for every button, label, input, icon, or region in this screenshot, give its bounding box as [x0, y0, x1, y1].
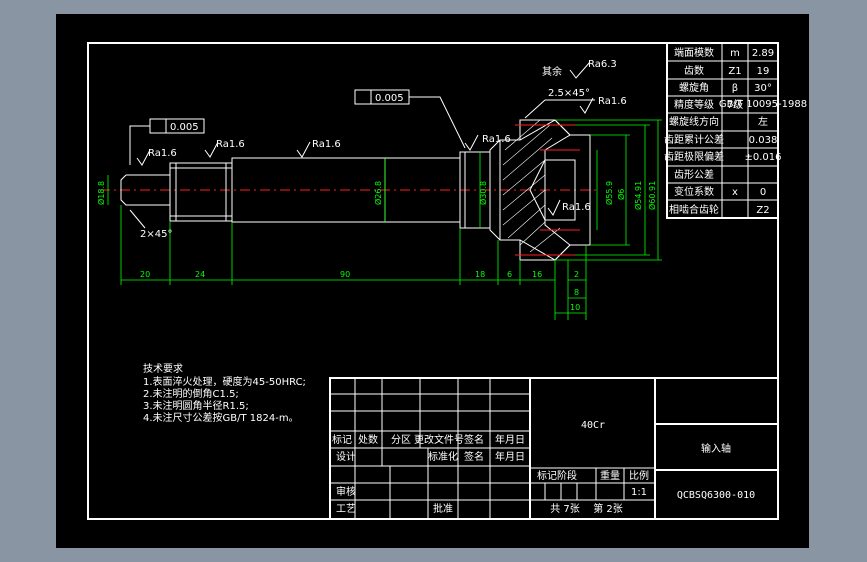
rest-roughness-value: Ra6.3: [588, 59, 617, 70]
gp-name-5: 齿距累计公差: [664, 133, 724, 146]
tb-scale: 1:1: [631, 487, 647, 498]
tb-drawing-no: QCBSQ6300-010: [677, 490, 755, 501]
title-block: 标记 处数 分区 更改文件号 签名 年月日 设计 标准化 签名 年月日 审核 工…: [329, 377, 779, 520]
dim-8: 8: [574, 288, 579, 297]
tb-r-sheji: 设计: [336, 450, 356, 463]
technical-requirements: 技术要求 1.表面淬火处理，硬度为45-50HRC; 2.未注明的倒角C1.5;…: [143, 362, 306, 424]
gear-parameter-table: 端面模数 m 2.89 齿数 Z1 19 螺旋角 β 30° 精度等级 7级 G…: [664, 42, 807, 219]
gp-name-6: 齿距极限偏差: [664, 150, 724, 163]
dia-left-label: Ø18.8: [96, 181, 106, 205]
tb-r-pizhun: 批准: [433, 502, 453, 515]
chamfer-top: 2.5×45°: [548, 88, 590, 99]
gp-sym-0: m: [730, 48, 740, 59]
dim-10: 10: [570, 303, 580, 312]
gp-val-4: 左: [758, 115, 768, 128]
rest-roughness-label: 其余: [542, 65, 562, 78]
gp-val-5: 0.038: [749, 135, 778, 146]
tech-req-line-2: 2.未注明的倒角C1.5;: [143, 387, 239, 400]
ra-5: Ra1.6: [598, 96, 627, 107]
tb-r-shenhe: 审核: [336, 485, 356, 498]
gp-sym-1: Z1: [728, 66, 741, 77]
gp-val-3: GB/T 10095-1988: [719, 99, 807, 110]
tech-req-line-3: 3.未注明圆角半径R1.5;: [143, 399, 249, 412]
dia-collar-label: Ø30.8: [478, 181, 488, 205]
dim-16: 16: [532, 270, 542, 279]
gp-name-2: 螺旋角: [679, 81, 709, 94]
gp-name-0: 端面模数: [674, 46, 714, 59]
tb-r-date: 年月日: [495, 450, 525, 463]
tb-sheets: 共 7张: [550, 503, 580, 515]
surface-annotations: 其余 Ra6.3 0.005 0.005 2.5×45° 2×45° Ra1.6…: [129, 59, 627, 240]
dim-2: 2: [574, 270, 579, 279]
gp-val-6: ±0.016: [744, 152, 781, 163]
tech-req-line-4: 4.未注尺寸公差按GB/T 1824-m。: [143, 411, 299, 424]
gp-name-3: 精度等级: [674, 98, 714, 111]
dim-6: 6: [507, 270, 512, 279]
ra-4: Ra1.6: [482, 134, 511, 145]
gp-val-9: Z2: [756, 205, 769, 216]
ra-2: Ra1.6: [216, 139, 245, 150]
tb-scale-label: 比例: [629, 469, 649, 482]
tech-req-title: 技术要求: [143, 362, 183, 375]
tb-stage-label: 标记阶段: [537, 469, 577, 482]
dia-mid-label: Ø26.8: [373, 181, 383, 205]
tb-h-biaoji: 标记: [332, 434, 352, 446]
gp-name-4: 螺旋线方向: [669, 115, 719, 128]
dia-6091-label: Ø60.91: [647, 181, 657, 210]
ra-3: Ra1.6: [312, 139, 341, 150]
dim-90: 90: [340, 270, 350, 279]
dim-18: 18: [475, 270, 485, 279]
tb-r-qianming: 签名: [464, 450, 484, 463]
tb-h-fenqu: 分区: [391, 434, 411, 446]
gp-name-8: 变位系数: [674, 185, 714, 198]
tb-h-date: 年月日: [495, 433, 525, 446]
gp-val-0: 2.89: [752, 48, 774, 59]
dimension-lines: [107, 119, 662, 320]
ra-6: Ra1.6: [562, 202, 591, 213]
gp-sym-8: x: [732, 187, 738, 198]
gp-name-9: 相啮合齿轮: [669, 203, 719, 216]
gp-name-7: 齿形公差: [674, 168, 714, 181]
dim-24: 24: [195, 270, 205, 279]
tb-h-chushu: 处数: [358, 433, 378, 446]
tb-h-wenjian: 更改文件号: [414, 433, 464, 446]
dimension-values: 20 24 90 18 6 16 2 8 10 Ø18.8 Ø26.8 Ø30.…: [96, 181, 657, 312]
dia-6-label: Ø6: [616, 189, 626, 200]
dia-5491-label: Ø54.91: [633, 181, 643, 210]
gp-val-2: 30°: [754, 83, 772, 94]
gp-val-1: 19: [757, 66, 770, 77]
tb-h-qianming: 签名: [464, 433, 484, 446]
gp-sym-2: β: [732, 83, 738, 94]
dim-20: 20: [140, 270, 150, 279]
gear-section-hatching: [502, 119, 561, 253]
gp-sym-3: 7级: [727, 99, 743, 111]
drawing-canvas: [56, 14, 809, 548]
tb-material: 40Cr: [581, 420, 605, 431]
chamfer-left: 2×45°: [140, 229, 172, 240]
tb-weight-label: 重量: [600, 469, 620, 482]
tb-sheet-no: 第 2张: [593, 502, 623, 515]
dia-559-label: Ø55.9: [604, 181, 614, 205]
tb-r-biaozhunhua: 标准化: [428, 450, 458, 463]
tech-req-line-1: 1.表面淬火处理，硬度为45-50HRC;: [143, 375, 306, 388]
ra-1: Ra1.6: [148, 148, 177, 159]
tb-r-gongyi: 工艺: [336, 503, 356, 515]
gp-val-8: 0: [760, 187, 766, 198]
gear-inner-bore: [545, 159, 576, 221]
tb-part-name: 输入轴: [701, 442, 731, 455]
gp-name-1: 齿数: [684, 64, 704, 77]
tolerance-value-2: 0.005: [170, 122, 199, 133]
tolerance-value-1: 0.005: [375, 93, 404, 104]
